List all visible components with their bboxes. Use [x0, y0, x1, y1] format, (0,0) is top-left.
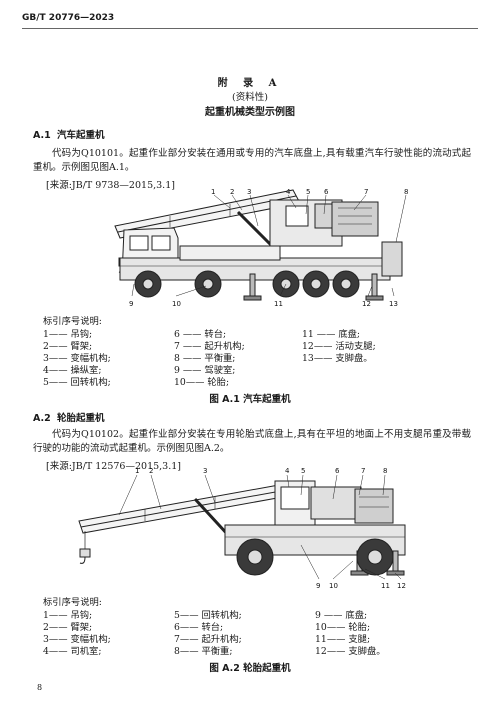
- callout-10: 10: [172, 300, 181, 308]
- page-number: 8: [37, 683, 43, 692]
- legend-a1-item: 3—— 变幅机构;: [43, 353, 111, 364]
- callout-8: 8: [383, 467, 387, 475]
- legend-a2-item: 1—— 吊钩;: [43, 610, 93, 621]
- section-a1-number: A.1: [33, 130, 51, 141]
- legend-a1-item: 11 —— 底盘;: [302, 329, 361, 340]
- section-a2-paragraph: 代码为Q10102。起重作业部分安装在专用轮胎式底盘上,具有在平坦的地面上不用支…: [33, 429, 471, 455]
- standard-code: GB/T 20776—2023: [22, 13, 115, 23]
- callout-4: 4: [285, 467, 290, 475]
- legend-a2-item: 10—— 轮胎;: [315, 622, 371, 633]
- legend-a1-item: 6 —— 转台;: [174, 329, 227, 340]
- legend-a1-item: 5—— 回转机构;: [43, 377, 111, 388]
- callout-1: 1: [211, 188, 215, 196]
- legend-a2-title: 标引序号说明:: [43, 597, 102, 608]
- callout-11: 11: [274, 300, 283, 308]
- callout-2: 2: [230, 188, 234, 196]
- legend-a2-item: 11—— 支腿;: [315, 634, 371, 645]
- legend-a1-item: 2—— 臂架;: [43, 341, 93, 352]
- callout-7: 7: [361, 467, 365, 475]
- legend-a1-title: 标引序号说明:: [43, 316, 102, 327]
- appendix-heading: 起重机械类型示例图: [205, 107, 295, 118]
- callout-9: 9: [129, 300, 133, 308]
- callout-7: 7: [364, 188, 368, 196]
- callout-2: 2: [149, 467, 153, 475]
- legend-a2-item: 7—— 起升机构;: [174, 634, 242, 645]
- callout-6: 6: [324, 188, 329, 196]
- section-a1-source: [来源:JB/T 9738—2015,3.1]: [46, 180, 175, 191]
- legend-a2-item: 12—— 支脚盘。: [315, 646, 386, 657]
- legend-a1-item: 4—— 操纵室;: [43, 365, 102, 376]
- callout-13: 13: [389, 300, 398, 308]
- section-a2-title: 轮胎起重机: [57, 413, 105, 424]
- callout-5: 5: [301, 467, 305, 475]
- legend-a1-item: 7 —— 起升机构;: [174, 341, 245, 352]
- legend-a2-item: 6—— 转台;: [174, 622, 224, 633]
- callout-10: 10: [329, 582, 338, 590]
- callout-6: 6: [335, 467, 340, 475]
- section-a1-heading: A.1 汽车起重机: [33, 127, 105, 141]
- legend-a1-item: 13—— 支脚盘。: [302, 353, 373, 364]
- legend-a2-item: 8—— 平衡重;: [174, 646, 233, 657]
- legend-a1-item: 9 —— 驾驶室;: [174, 365, 236, 376]
- appendix-subtitle: (资料性): [232, 92, 268, 103]
- section-a2-number: A.2: [33, 413, 51, 424]
- callout-8: 8: [404, 188, 408, 196]
- callout-11: 11: [381, 582, 390, 590]
- callout-4: 4: [286, 188, 291, 196]
- callout-12: 12: [397, 582, 406, 590]
- section-a1-paragraph: 代码为Q10101。起重作业部分安装在通用或专用的汽车底盘上,具有载重汽车行驶性…: [33, 148, 471, 174]
- callout-3: 3: [203, 467, 207, 475]
- appendix-title: 附 录 A: [217, 78, 283, 89]
- legend-a2-item: 3—— 变幅机构;: [43, 634, 111, 645]
- section-a2-source: [来源:JB/T 12576—2015,3.1]: [46, 461, 181, 472]
- callout-12: 12: [362, 300, 371, 308]
- legend-a2-item: 2—— 臂架;: [43, 622, 93, 633]
- truck-crane-callouts-top: 1 2 3 4 5 6 7 8: [211, 188, 408, 196]
- figure-a1-caption: 图 A.1 汽车起重机: [209, 394, 291, 405]
- legend-a1-item: 10—— 轮胎;: [174, 377, 230, 388]
- truck-crane-figure: 1 2 3 4 5 6 7 8 9 10 11 12 13: [114, 188, 408, 308]
- legend-a2-item: 5—— 回转机构;: [174, 610, 242, 621]
- legend-a1-item: 1—— 吊钩;: [43, 329, 93, 340]
- legend-a1-item: 12—— 活动支腿;: [302, 341, 376, 352]
- legend-a1-item: 8 —— 平衡重;: [174, 353, 236, 364]
- callout-5: 5: [306, 188, 310, 196]
- callout-9: 9: [316, 582, 320, 590]
- rough-terrain-crane-callouts-top: 1 2 3 4 5 6 7 8: [135, 467, 387, 475]
- truck-crane-drawing: [114, 189, 407, 301]
- legend-a2-item: 4—— 司机室;: [43, 646, 102, 657]
- header-rule: [22, 28, 478, 29]
- rough-terrain-crane-drawing: [78, 474, 406, 580]
- figure-a2-caption: 图 A.2 轮胎起重机: [209, 663, 291, 674]
- truck-crane-callouts-bottom: 9 10 11 12 13: [129, 300, 398, 308]
- rough-terrain-crane-callouts-bottom: 9 10 11 12: [316, 582, 406, 590]
- rough-terrain-crane-figure: 1 2 3 4 5 6 7 8 9 10 11 12: [78, 467, 406, 590]
- section-a1-title: 汽车起重机: [57, 130, 105, 141]
- section-a2-heading: A.2 轮胎起重机: [33, 410, 105, 424]
- callout-3: 3: [247, 188, 251, 196]
- legend-a2-item: 9 —— 底盘;: [315, 610, 368, 621]
- callout-1: 1: [135, 467, 139, 475]
